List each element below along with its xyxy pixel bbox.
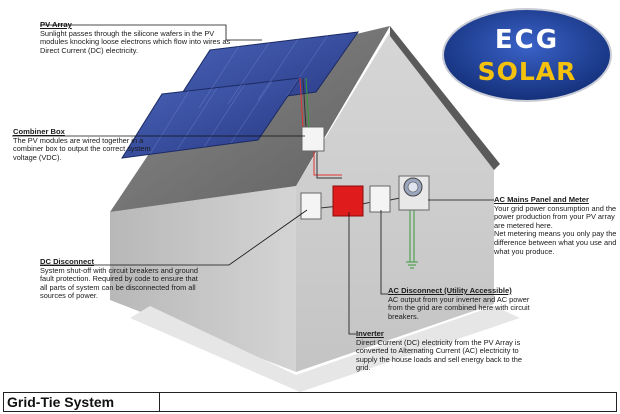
dc-disconnect-box — [300, 192, 322, 220]
callout-ac-disconnect-text: AC output from your inverter and AC powe… — [388, 294, 530, 321]
callout-ac-mains: AC Mains Panel and Meter Your grid power… — [494, 195, 620, 256]
footer-title: Grid-Tie System — [4, 393, 160, 411]
callout-dc-disconnect-text: System shut-off with circuit breakers an… — [40, 265, 199, 301]
logo-line1: ECG — [494, 25, 560, 55]
callout-ac-disconnect: AC Disconnect (Utility Accessible) AC ou… — [388, 286, 544, 321]
logo-line2: SOLAR — [477, 57, 577, 86]
pv-panel-lower — [121, 77, 302, 159]
callout-dc-disconnect: DC Disconnect System shut-off with circu… — [40, 257, 202, 301]
house-side-wall — [110, 186, 296, 372]
callout-dc-disconnect-title: DC Disconnect — [40, 257, 95, 266]
callout-inverter-text: Direct Current (DC) electricity from the… — [356, 337, 522, 373]
ac-disconnect-box — [369, 185, 391, 213]
footer-empty-cell — [160, 393, 616, 411]
callout-inverter-title: Inverter — [356, 329, 384, 338]
roof-edge — [390, 26, 500, 170]
ecg-solar-logo: ECG SOLAR — [441, 7, 613, 103]
callout-ac-disconnect-title: AC Disconnect (Utility Accessible) — [388, 286, 512, 295]
callout-combiner-box-title: Combiner Box — [13, 127, 65, 136]
callout-ac-mains-text: Your grid power consumption and the powe… — [494, 203, 617, 256]
inverter-box — [332, 185, 364, 217]
callout-combiner-box-text: The PV modules are wired together in a c… — [13, 135, 151, 162]
callout-ac-mains-title: AC Mains Panel and Meter — [494, 195, 589, 204]
leader-lines — [12, 24, 494, 335]
house-front-gable-wall — [296, 32, 494, 372]
callout-inverter: Inverter Direct Current (DC) electricity… — [356, 329, 534, 373]
footer-bar: Grid-Tie System — [3, 392, 617, 412]
pv-array — [121, 31, 360, 159]
callout-pv-array-text: Sunlight passes through the silicone waf… — [40, 28, 231, 55]
callout-pv-array-title: PV Array — [40, 20, 72, 29]
callout-pv-array: PV Array Sunlight passes through the sil… — [40, 20, 240, 55]
callout-combiner-box: Combiner Box The PV modules are wired to… — [13, 127, 163, 162]
logo-ellipse — [442, 8, 612, 102]
combiner-box — [301, 126, 325, 152]
equipment — [300, 126, 430, 220]
ground-shadow — [130, 306, 520, 392]
